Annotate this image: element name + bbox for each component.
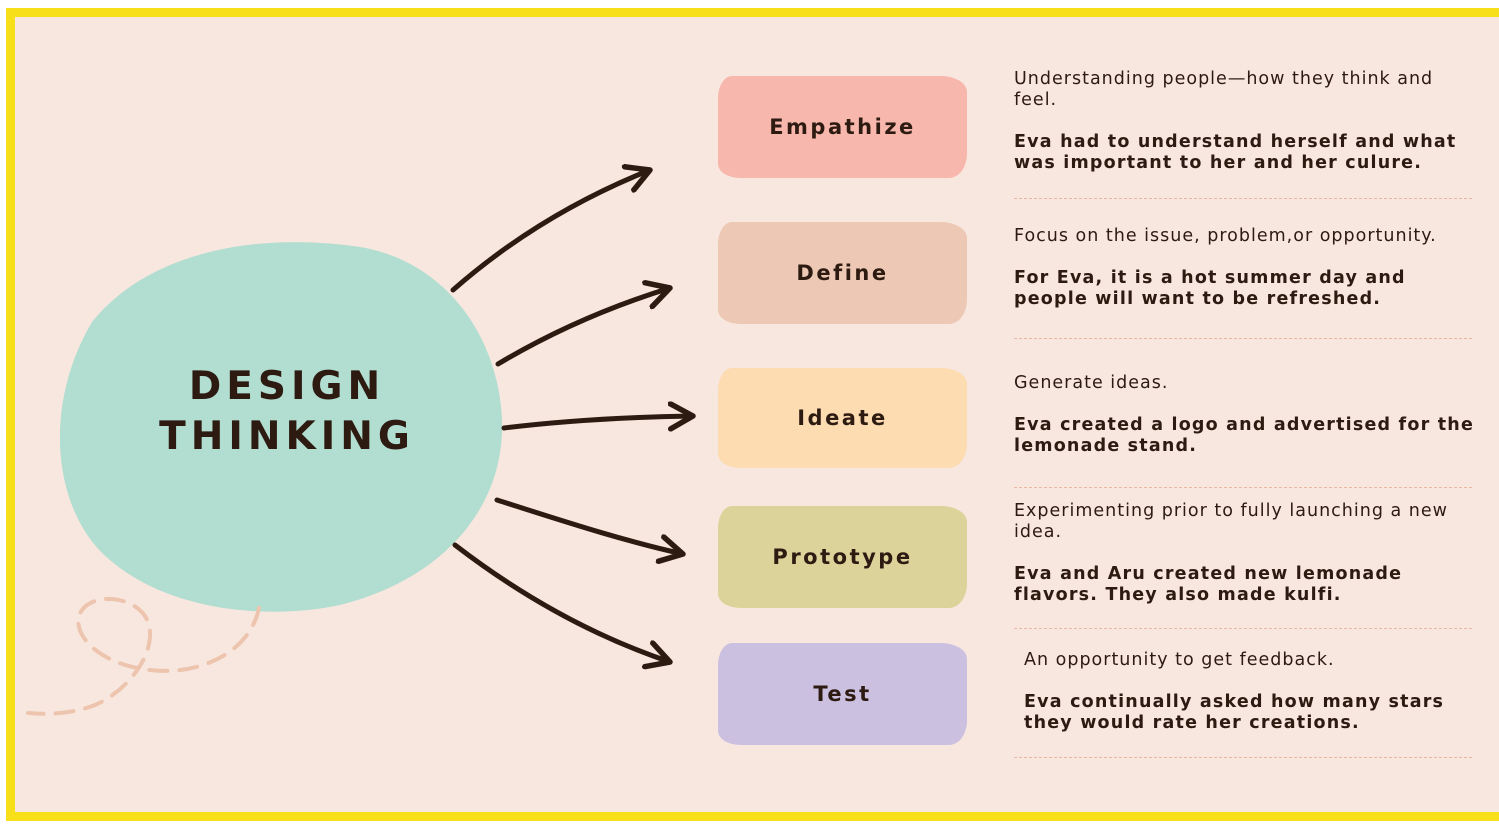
- description-define: Focus on the issue, problem,or opportuni…: [1014, 226, 1476, 310]
- definition-define: Focus on the issue, problem,or opportuni…: [1014, 226, 1437, 246]
- description-ideate: Generate ideas. Eva created a logo and a…: [1014, 373, 1476, 457]
- center-title-line2: THINKING: [159, 414, 415, 459]
- divider: [1014, 757, 1472, 758]
- description-empathize: Understanding people—how they think and …: [1014, 69, 1476, 174]
- definition-prototype: Experimenting prior to fully launching a…: [1014, 501, 1448, 542]
- divider: [1014, 487, 1472, 488]
- example-define: For Eva, it is a hot summer day and peop…: [1014, 268, 1406, 309]
- arrow-to-empathize: [450, 170, 650, 293]
- center-title: DESIGN THINKING: [112, 362, 462, 462]
- example-prototype: Eva and Aru created new lemonade flavors…: [1014, 564, 1403, 605]
- divider: [1014, 338, 1472, 339]
- stage-prototype: Prototype: [718, 506, 967, 608]
- connector-arrows: [450, 170, 693, 662]
- example-ideate: Eva created a logo and advertised for th…: [1014, 415, 1475, 456]
- stage-test: Test: [718, 643, 967, 745]
- arrow-to-ideate: [501, 416, 693, 428]
- description-test: An opportunity to get feedback. Eva cont…: [1024, 650, 1480, 734]
- decorative-dashed-swirl: [26, 596, 261, 716]
- definition-ideate: Generate ideas.: [1014, 373, 1169, 393]
- arrow-to-define: [495, 288, 670, 367]
- example-test: Eva continually asked how many stars the…: [1024, 692, 1445, 733]
- example-empathize: Eva had to understand herself and what w…: [1014, 132, 1457, 173]
- stage-ideate: Ideate: [718, 368, 967, 468]
- divider: [1014, 628, 1472, 629]
- stage-define: Define: [718, 222, 967, 324]
- center-title-line1: DESIGN: [188, 364, 386, 409]
- stage-empathize: Empathize: [718, 76, 967, 178]
- arrow-to-prototype: [494, 497, 683, 554]
- design-thinking-blob: [59, 242, 503, 612]
- divider: [1014, 198, 1472, 199]
- definition-test: An opportunity to get feedback.: [1024, 650, 1335, 670]
- arrow-to-test: [452, 542, 670, 662]
- description-prototype: Experimenting prior to fully launching a…: [1014, 501, 1476, 606]
- definition-empathize: Understanding people—how they think and …: [1014, 69, 1434, 110]
